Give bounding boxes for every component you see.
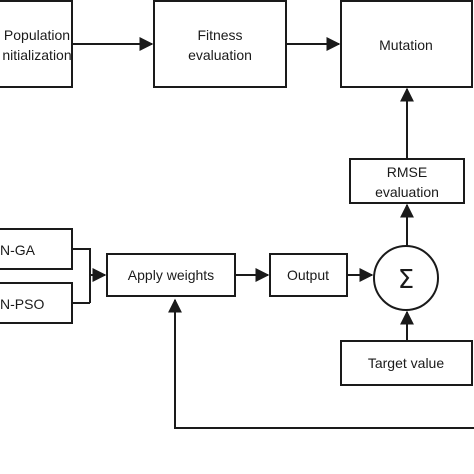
rmse-evaluation-box	[349, 158, 465, 204]
n-pso-box	[0, 282, 73, 324]
apply-weights-label: Apply weights	[128, 267, 214, 283]
target-value-label: Target value	[368, 355, 444, 371]
rmse-label-line2: evaluation	[375, 184, 439, 200]
fitness-label-line2: evaluation	[188, 47, 252, 63]
connector-n-ga-merge	[72, 248, 91, 303]
fitness-label-line1: Fitness	[197, 27, 242, 43]
feedback-loop-arrow	[168, 298, 474, 429]
sigma-symbol: Σ	[398, 265, 414, 295]
n-pso-label: N-PSO	[0, 296, 44, 312]
output-label: Output	[287, 267, 329, 283]
target-value-box	[340, 340, 473, 386]
population-initialization-box	[0, 0, 73, 88]
mutation-label: Mutation	[379, 37, 433, 53]
n-ga-label: N-GA	[0, 242, 36, 258]
population-label-line1: Population	[4, 27, 70, 43]
population-label-line2: nitialization	[2, 47, 71, 63]
fitness-evaluation-box	[153, 0, 287, 88]
mutation-box	[340, 0, 473, 88]
n-ga-box	[0, 228, 73, 270]
rmse-label-line1: RMSE	[387, 164, 427, 180]
